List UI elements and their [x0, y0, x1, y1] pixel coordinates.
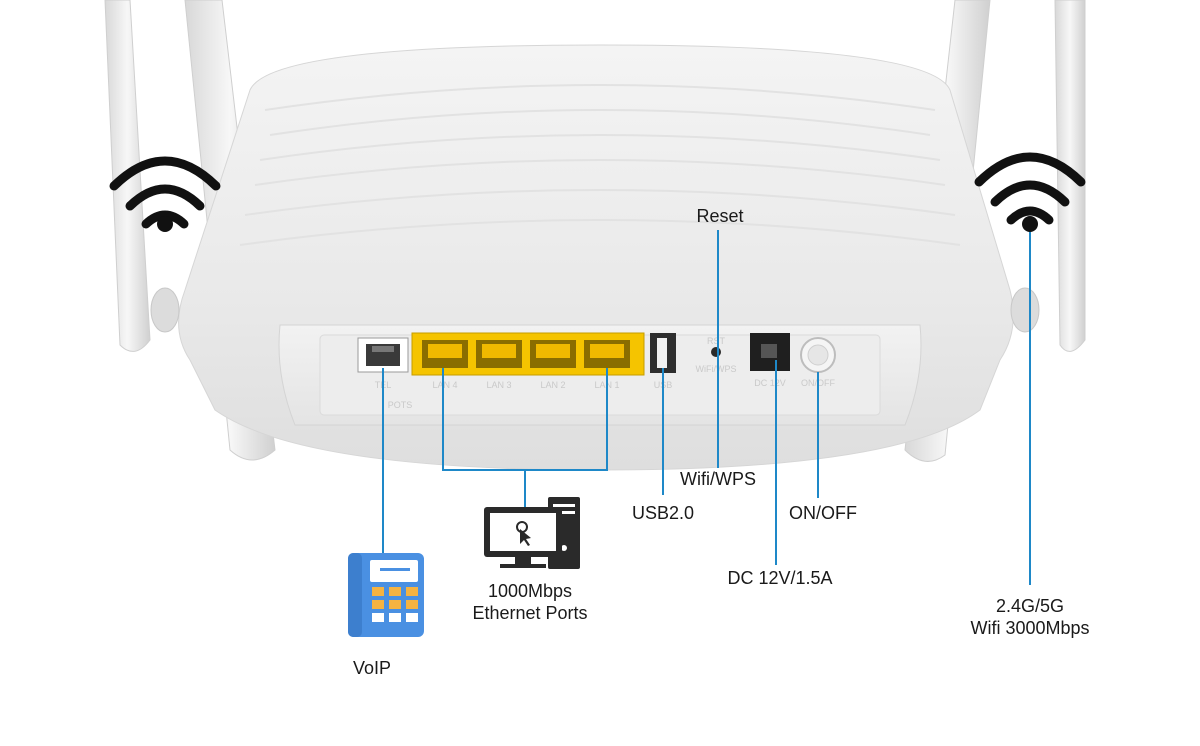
- dc-jack: [750, 333, 790, 371]
- wifi-signal-icon: [974, 152, 1086, 232]
- marking-dc: DC 12V: [754, 378, 786, 388]
- marking-rst: RST: [707, 336, 726, 346]
- power-button: [800, 337, 836, 373]
- ethernet-label-line2: Ethernet Ports: [472, 603, 588, 623]
- wifi-wps-label: Wifi/WPS: [680, 469, 756, 489]
- usb-port: [650, 333, 676, 373]
- usb-label: USB2.0: [631, 503, 695, 523]
- tel-port: [357, 337, 409, 373]
- dc-power-label: DC 12V/1.5A: [727, 568, 833, 588]
- antenna-left-front: [104, 0, 180, 352]
- wifi-signal-icon: [109, 156, 221, 232]
- marking-pots: POTS: [388, 400, 413, 410]
- router-body: [178, 44, 1014, 471]
- telephone-icon: [348, 553, 424, 637]
- lan-port-block: [411, 332, 645, 376]
- desktop-computer-icon: [484, 497, 580, 569]
- reset-hole: [711, 347, 721, 357]
- voip-label: VoIP: [352, 658, 392, 678]
- wifi-label-line2: Wifi 3000Mbps: [970, 618, 1090, 638]
- wifi-label-line1: 2.4G/5G: [995, 596, 1065, 616]
- marking-lan2: LAN 2: [540, 380, 565, 390]
- marking-lan4: LAN 4: [432, 380, 457, 390]
- marking-lan3: LAN 3: [486, 380, 511, 390]
- on-off-label: ON/OFF: [789, 503, 857, 523]
- callout-lines: [382, 230, 1031, 585]
- reset-label: Reset: [696, 206, 744, 226]
- marking-wifi-wps: WiFi/WPS: [696, 364, 737, 374]
- ethernet-label-line1: 1000Mbps: [487, 581, 573, 601]
